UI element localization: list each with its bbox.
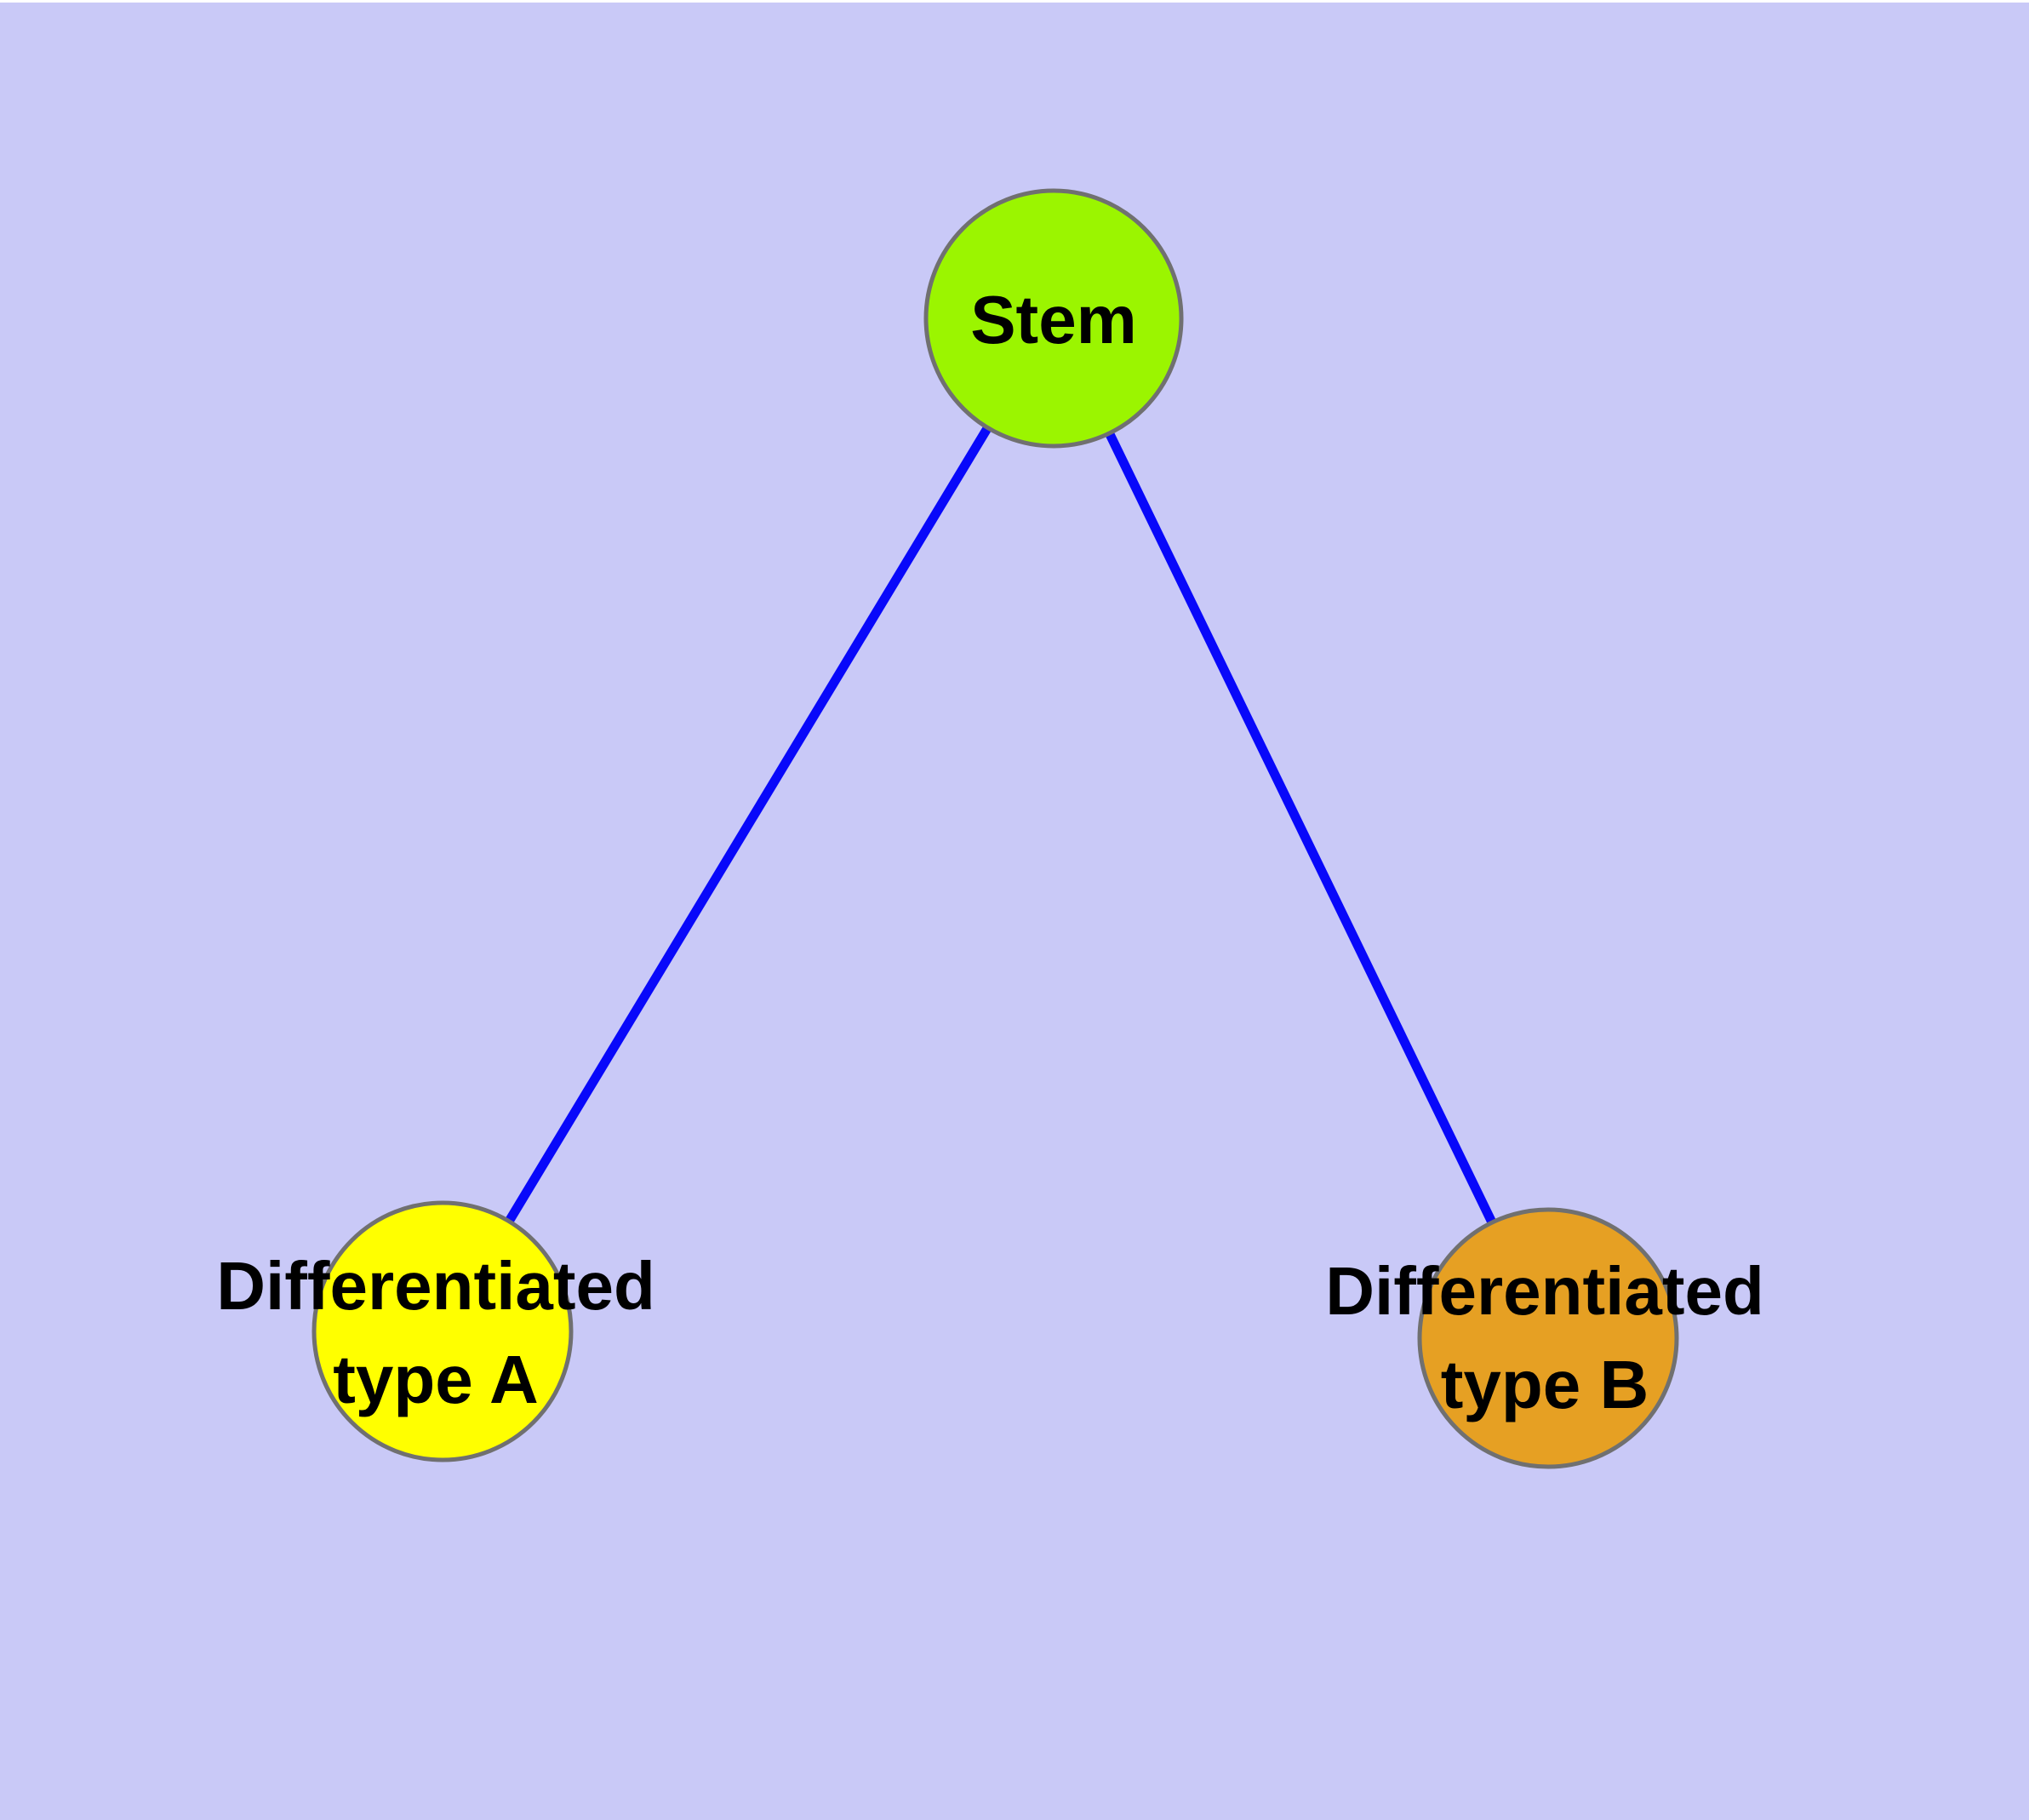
- node-label-line: Stem: [970, 282, 1137, 358]
- node-label-line: type B: [1440, 1347, 1649, 1422]
- node-type-a-label: Differentiated type A: [216, 1239, 655, 1427]
- node-label-line: Differentiated: [216, 1248, 655, 1324]
- node-label-line: type A: [333, 1342, 539, 1417]
- node-stem-label: Stem: [970, 273, 1137, 367]
- node-type-b-circle: [1417, 1207, 1679, 1469]
- node-label-line: Differentiated: [1325, 1253, 1764, 1329]
- node-type-a-circle: [311, 1200, 574, 1462]
- top-margin-strip: [0, 0, 2029, 3]
- edge-stem-to-type-a: [438, 316, 1058, 1334]
- node-type-b-label: Differentiated type B: [1325, 1245, 1764, 1432]
- edge-stem-to-type-b: [1049, 316, 1552, 1341]
- node-stem-circle: [923, 188, 1184, 449]
